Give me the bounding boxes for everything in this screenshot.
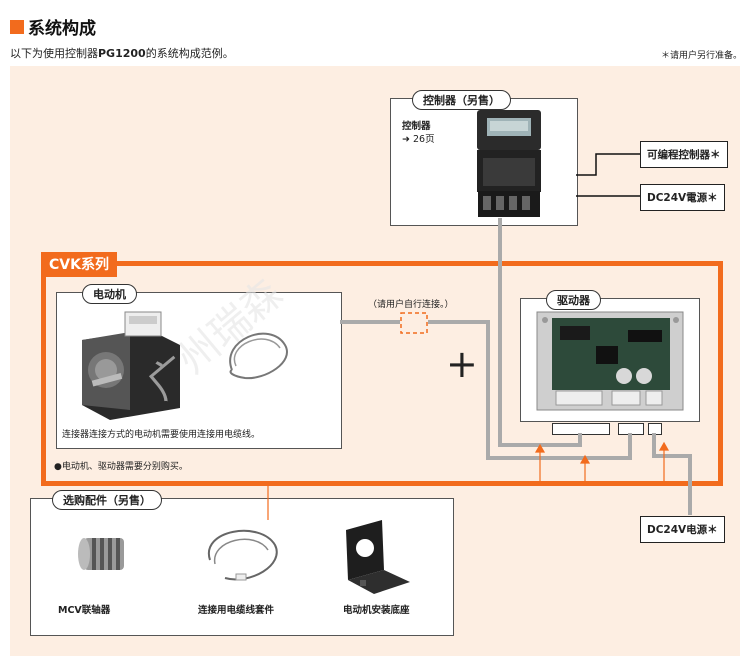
subtitle-pre: 以下为使用控制器 [10, 47, 98, 60]
user-prepare-note: ＊请用户另行准备。 [660, 51, 742, 61]
driver-connector-3 [648, 423, 662, 435]
page-title: 系统构成 [28, 19, 96, 39]
page-subtitle: 以下为使用控制器PG1200的系统构成范例。 [10, 45, 234, 61]
controller-label: 控制器（另售） [412, 90, 511, 110]
controller-ref-page[interactable]: ➜ 26页 [402, 131, 435, 145]
driver-connector-1 [552, 423, 610, 435]
motor-box [56, 292, 342, 449]
dc-power-bottom-label: DC24V电源＊ [640, 516, 725, 543]
plus-sign: + [446, 342, 478, 386]
plc-label: 可编程控制器＊ [640, 141, 728, 168]
subtitle-model: PG1200 [98, 47, 146, 60]
cvk-series-tab: CVK系列 [41, 252, 117, 277]
accessory-name-motor-mount: 电动机安装底座 [343, 605, 410, 616]
motor-note: 连接器连接方式的电动机需要使用连接用电缆线。 [62, 430, 261, 440]
purchase-footnote: ●电动机、驱动器需要分别购买。 [54, 462, 188, 472]
user-connect-note: （请用户自行连接。） [368, 300, 454, 310]
subtitle-post: 的系统构成范例。 [145, 47, 234, 60]
motor-label: 电动机 [82, 284, 137, 304]
accessories-label: 选购配件（另售） [52, 490, 162, 510]
title-marker [10, 20, 24, 34]
controller-ref-title: 控制器 [402, 121, 431, 132]
driver-connector-2 [618, 423, 644, 435]
accessory-name-cable-kit: 连接用电缆线套件 [198, 605, 275, 616]
dc-power-top-label: DC24V電源＊ [640, 184, 725, 211]
driver-box [520, 298, 700, 422]
controller-ref-page-text: ➜ 26页 [402, 134, 435, 145]
accessory-name-coupling: MCV联轴器 [58, 605, 111, 616]
driver-label: 驱动器 [546, 290, 601, 310]
